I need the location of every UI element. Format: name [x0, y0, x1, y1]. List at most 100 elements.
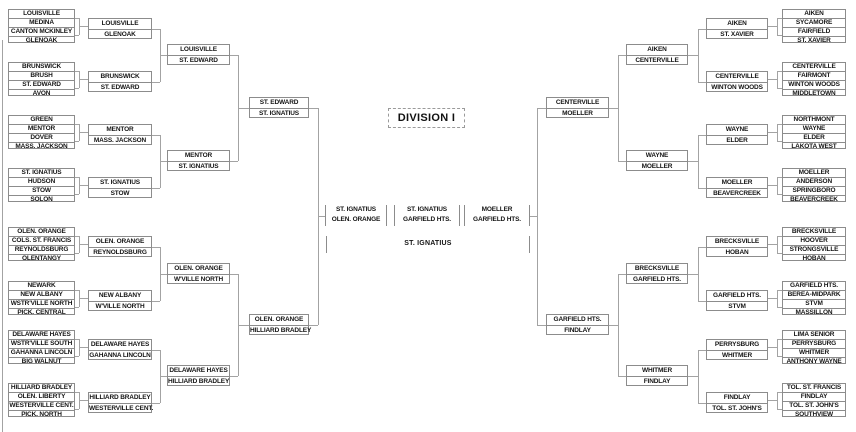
team-name: WSTR'VILLE SOUTH: [9, 339, 74, 347]
team-name: ELDER: [707, 134, 767, 146]
team-name: SOUTHVIEW: [783, 410, 845, 419]
bracket-connector: [75, 17, 79, 19]
team-name: DOVER: [9, 133, 74, 142]
team-name: DELAWARE HAYES: [90, 341, 150, 348]
team-name: BRUNSWICK: [21, 63, 62, 70]
team-name: ST. EDWARD: [9, 80, 74, 89]
bracket-connector: [618, 375, 626, 377]
bracket-connector: [698, 28, 706, 30]
team-name: TOL. ST. JOHN'S: [707, 402, 767, 414]
bracket-connector: [777, 193, 782, 195]
team-name: GLENOAK: [89, 28, 151, 40]
bracket-connector: [238, 107, 249, 109]
bracket-connector: [75, 123, 79, 125]
team-name: WAYNE: [783, 124, 845, 133]
bracket-connector: [698, 349, 706, 351]
team-name: STOW: [89, 187, 151, 199]
bracket-connector: [618, 273, 626, 275]
bracket-connector: [777, 140, 782, 142]
team-name: TOL. ST. JOHN'S: [783, 401, 845, 410]
team-name: REYNOLDSBURG: [89, 246, 151, 258]
team-name: SYCAMORE: [783, 18, 845, 27]
bracket-connector: [75, 391, 79, 393]
matchup-box: GARFIELD HTS.STVM: [706, 290, 768, 311]
team-name: HOBAN: [783, 254, 845, 263]
bracket-connector: [698, 246, 706, 248]
bracket-connector: [688, 376, 698, 377]
bracket-connector: [152, 246, 160, 248]
team-name: CENTERVILLE: [715, 73, 759, 80]
bracket-connector: [152, 402, 160, 404]
team-name: W'VILLE NORTH: [168, 273, 229, 285]
team-name: GARFIELD HTS.: [473, 215, 521, 223]
team-name: FINDLAY: [547, 324, 608, 336]
team-name: HOOVER: [783, 236, 845, 245]
semifinal-right-matchup: MOELLER GARFIELD HTS.: [464, 205, 530, 226]
team-name: WHITMER: [707, 349, 767, 361]
team-name: ST. EDWARD: [168, 54, 229, 66]
team-name: ST. IGNATIUS: [407, 206, 447, 213]
team-name: MASS. JACKSON: [89, 134, 151, 146]
bracket-connector: [618, 160, 626, 162]
team-name: LOUISVILLE: [180, 46, 217, 53]
team-name: LIMA SENIOR: [793, 331, 835, 338]
bracket-connector: [777, 34, 782, 36]
bracket-connector: [537, 107, 538, 325]
team-name: WSTR'VILLE NORTH: [9, 299, 74, 307]
team-name: CANTON MCKINLEY: [9, 27, 74, 35]
bracket-connector: [618, 54, 626, 56]
team-name: ST. IGNATIUS: [100, 179, 140, 186]
bracket-connector: [75, 289, 79, 291]
team-name: FAIRMONT: [783, 71, 845, 80]
team-name: AIKEN: [647, 46, 667, 53]
team-name: PICK. NORTH: [9, 410, 74, 419]
team-name: GAHANNA LINCOLN: [9, 348, 74, 356]
bracket-connector: [777, 289, 782, 291]
team-name: CENTERVILLE: [792, 63, 836, 70]
team-name: ST. XAVIER: [783, 36, 845, 45]
bracket-connector: [777, 176, 778, 194]
team-name: CENTERVILLE: [555, 99, 600, 106]
bracket-connector: [618, 273, 619, 376]
team-name: MENTOR: [184, 152, 213, 159]
bracket-connector: [698, 81, 706, 83]
bracket-connector: [79, 297, 88, 299]
team-name: HILLIARD BRADLEY: [89, 394, 151, 401]
bracket-connector: [75, 355, 79, 357]
team-name: FINDLAY: [723, 394, 751, 401]
bracket-connector: [152, 81, 160, 83]
bracket-connector: [530, 215, 537, 217]
team-name: WINTON WOODS: [707, 81, 767, 93]
bracket-connector: [698, 134, 699, 188]
matchup-box: GARFIELD HTS.FINDLAY: [546, 314, 609, 335]
team-name: LAKOTA WEST: [783, 142, 845, 151]
team-name: DELAWARE HAYES: [12, 331, 71, 338]
bracket-connector: [777, 123, 778, 141]
bracket-connector: [79, 399, 88, 401]
bracket-connector: [777, 17, 782, 19]
semifinal-left-matchup: ST. IGNATIUS OLEN. ORANGE: [325, 205, 387, 226]
bracket-connector: [768, 184, 777, 186]
bracket-connector: [309, 324, 318, 326]
team-name: WHITMER: [642, 367, 672, 374]
team-name: GAHANNA LINCOLN: [89, 349, 151, 359]
bracket-connector: [609, 324, 618, 326]
team-name: ST. IGNATIUS: [250, 107, 308, 119]
team-name: PICK. CENTRAL: [9, 308, 74, 317]
bracket-connector: [698, 349, 699, 403]
bracket-connector: [160, 55, 167, 56]
bracket-connector: [230, 273, 238, 275]
